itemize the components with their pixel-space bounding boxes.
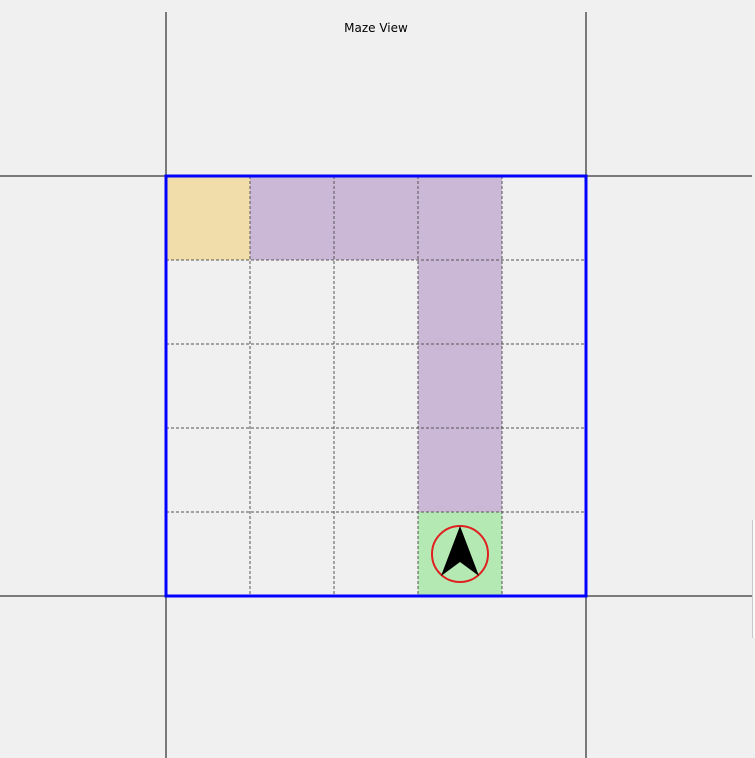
visited-path-cell[interactable]	[334, 176, 418, 260]
visited-path-cell[interactable]	[418, 260, 502, 344]
visited-path-cell[interactable]	[418, 428, 502, 512]
start-cell[interactable]	[166, 176, 250, 260]
visited-path-cell[interactable]	[418, 344, 502, 428]
visited-path-cell[interactable]	[418, 176, 502, 260]
window-edge-sliver	[752, 520, 755, 638]
navigation-arrow-icon[interactable]	[441, 526, 479, 576]
maze-border	[164, 174, 588, 598]
visited-path-cell[interactable]	[250, 176, 334, 260]
window-title: Maze View	[344, 21, 408, 35]
